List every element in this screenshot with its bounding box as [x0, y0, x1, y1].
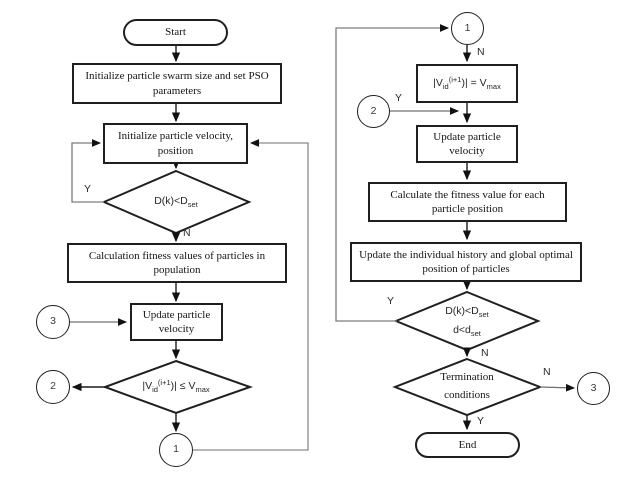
d-check-label: D(k)<Dset	[154, 195, 198, 210]
init-swarm-box: Initialize particle swarm size and set P…	[72, 63, 282, 104]
branch-label-connector1-no: N	[477, 46, 485, 58]
loop-connector-1-to-init-velocity	[193, 139, 309, 451]
branch-label-d-check-yes: Y	[84, 183, 92, 195]
update-velocity-right-box: Update particle velocity	[416, 125, 518, 163]
connector-1-left: 1	[159, 433, 193, 467]
branch-label-connector2-yes: Y	[395, 92, 403, 104]
connector-3-left: 3	[36, 305, 70, 339]
line-termination-no-to-connector-3	[539, 383, 576, 392]
connector-2-right: 2	[357, 95, 390, 128]
connector-2-left: 2	[36, 370, 70, 404]
velocity-check-label: |Vid(i+1)| ≤ Vmax	[142, 378, 210, 395]
branch-label-termination-yes: Y	[477, 415, 485, 427]
branch-label-d-d2-check-yes: Y	[387, 295, 395, 307]
termination-label: Termination conditions	[440, 371, 494, 401]
branch-label-termination-no: N	[543, 366, 551, 378]
calc-fitness-box: Calculation fitness values of particles …	[67, 243, 287, 283]
update-velocity-left-box: Update particle velocity	[130, 303, 223, 341]
connector-1-right: 1	[451, 12, 484, 45]
set-vmax-box: |Vid(i+1)| = Vmax	[416, 64, 518, 103]
init-velocity-box: Initialize particle velocity, position	[103, 123, 248, 164]
start-node: Start	[123, 19, 228, 46]
update-history-box: Update the individual history and global…	[350, 242, 582, 282]
loop-d-d2-check-yes-to-connector-1	[335, 24, 450, 322]
loop-d-check-yes-to-init-velocity	[71, 139, 104, 203]
branch-label-d-check-no: N	[183, 227, 191, 239]
end-node: End	[415, 432, 520, 458]
branch-label-d-d2-check-no: N	[481, 347, 489, 359]
calc-fitness-each-box: Calculate the fitness value for each par…	[368, 182, 567, 222]
connector-3-right: 3	[577, 372, 610, 405]
d-d2-check-label: D(k)<Dset d<dset	[445, 304, 489, 338]
